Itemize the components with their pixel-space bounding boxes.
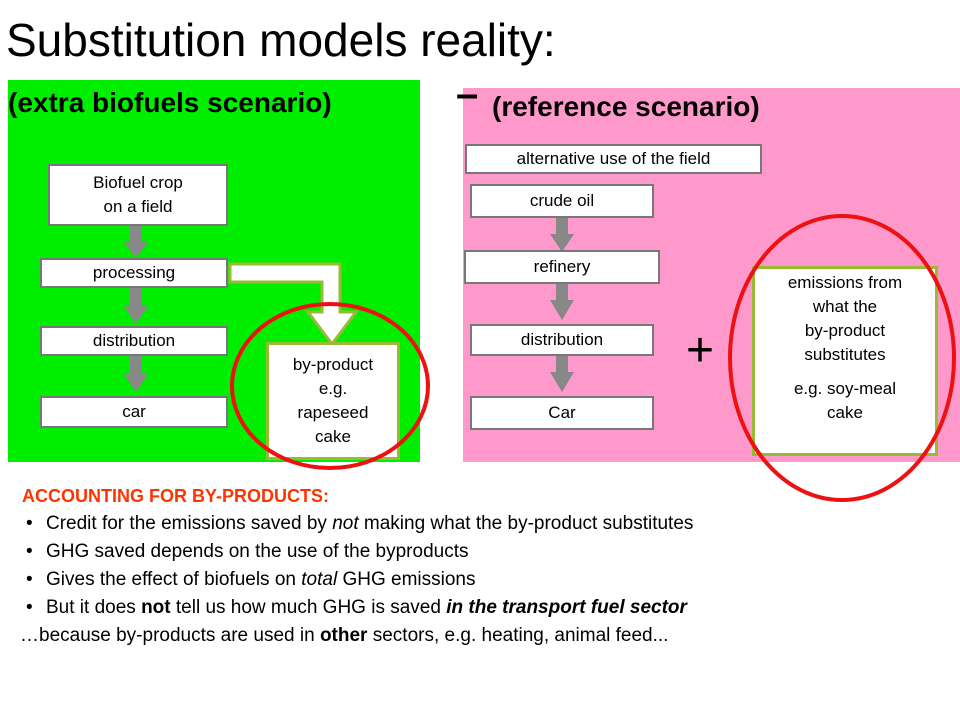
b2-text: GHG saved depends on the use of the bypr… bbox=[46, 541, 469, 562]
distribution-box-right: distribution bbox=[470, 324, 654, 356]
footer-text-pre: …because by-products are used in bbox=[20, 625, 320, 646]
subtitle-extra-biofuels: (extra biofuels scenario) bbox=[8, 87, 332, 118]
b4-text-mid: tell us how much GHG is saved bbox=[170, 597, 447, 618]
b1-text-post: making what the by-product substitutes bbox=[358, 513, 694, 534]
down-arrow-right-2 bbox=[550, 284, 574, 320]
b4-text-pre: But it does bbox=[46, 597, 142, 618]
byproduct-line-1: by-product bbox=[292, 355, 374, 374]
down-arrow-right-1 bbox=[550, 218, 574, 252]
accounting-bullet-2: • GHG saved depends on the use of the by… bbox=[22, 538, 693, 566]
emissions-example-line-2: cake bbox=[827, 403, 863, 422]
b4-text-strong: not bbox=[141, 597, 171, 618]
down-arrow-left-1 bbox=[124, 224, 148, 258]
distribution-box-left: distribution bbox=[40, 326, 228, 356]
highlight-circle-emissions bbox=[728, 214, 956, 502]
b4-text-strong-em: in the transport fuel sector bbox=[446, 597, 687, 618]
byproduct-box: by-product e.g. rapeseed cake bbox=[266, 342, 400, 460]
byproduct-line-4: cake bbox=[315, 427, 351, 446]
accounting-bullet-3: • Gives the effect of biofuels on total … bbox=[22, 566, 693, 594]
bullet-dot: • bbox=[26, 569, 33, 590]
processing-box: processing bbox=[40, 258, 228, 288]
emissions-line-4: substitutes bbox=[804, 345, 886, 364]
b3-text-pre: Gives the effect of biofuels on bbox=[46, 569, 302, 590]
biofuel-crop-box: Biofuel crop on a field bbox=[48, 164, 228, 226]
down-arrow-left-2 bbox=[124, 288, 148, 324]
down-arrow-right-3 bbox=[550, 356, 574, 392]
accounting-section: ACCOUNTING FOR BY-PRODUCTS: • Credit for… bbox=[20, 482, 693, 650]
bullet-dot: • bbox=[26, 541, 33, 562]
biofuel-crop-line-1: Biofuel crop bbox=[93, 173, 183, 192]
emissions-example-line-1: e.g. soy-meal bbox=[793, 379, 897, 398]
car-box-right: Car bbox=[470, 396, 654, 430]
accounting-footer: …because by-products are used in other s… bbox=[20, 622, 693, 650]
footer-text-post: sectors, e.g. heating, animal feed... bbox=[367, 625, 669, 646]
b1-text-pre: Credit for the emissions saved by bbox=[46, 513, 333, 534]
byproduct-line-3: rapeseed bbox=[297, 403, 369, 422]
accounting-bullet-1: • Credit for the emissions saved by not … bbox=[22, 510, 693, 538]
bullet-dot: • bbox=[26, 513, 33, 534]
footer-text-strong: other bbox=[319, 625, 368, 646]
page-title: Substitution models reality: bbox=[6, 14, 556, 66]
byproduct-line-2: e.g. bbox=[318, 379, 348, 398]
alternative-use-box: alternative use of the field bbox=[465, 144, 762, 174]
plus-sign: + bbox=[686, 324, 715, 377]
emissions-line-3: by-product bbox=[804, 321, 886, 340]
minus-sign: – bbox=[456, 72, 479, 116]
down-arrow-left-3 bbox=[124, 356, 148, 392]
bent-arrow-to-byproduct bbox=[228, 262, 359, 347]
refinery-box: refinery bbox=[464, 250, 660, 284]
accounting-heading: ACCOUNTING FOR BY-PRODUCTS: bbox=[22, 486, 329, 506]
bullet-dot: • bbox=[26, 597, 33, 618]
subtitle-reference: (reference scenario) bbox=[492, 91, 760, 122]
highlight-circle-byproduct bbox=[230, 302, 430, 470]
b1-text-em: not bbox=[332, 513, 359, 534]
biofuel-crop-line-2: on a field bbox=[103, 197, 173, 216]
car-box-left: car bbox=[40, 396, 228, 428]
crude-oil-box: crude oil bbox=[470, 184, 654, 218]
emissions-line-1: emissions from bbox=[787, 273, 903, 292]
b3-text-em: total bbox=[301, 569, 338, 590]
emissions-line-2: what the bbox=[812, 297, 878, 316]
accounting-bullet-4: • But it does not tell us how much GHG i… bbox=[22, 594, 693, 622]
b3-text-post: GHG emissions bbox=[337, 569, 476, 590]
emissions-substitute-box: emissions from what the by-product subst… bbox=[752, 266, 938, 456]
